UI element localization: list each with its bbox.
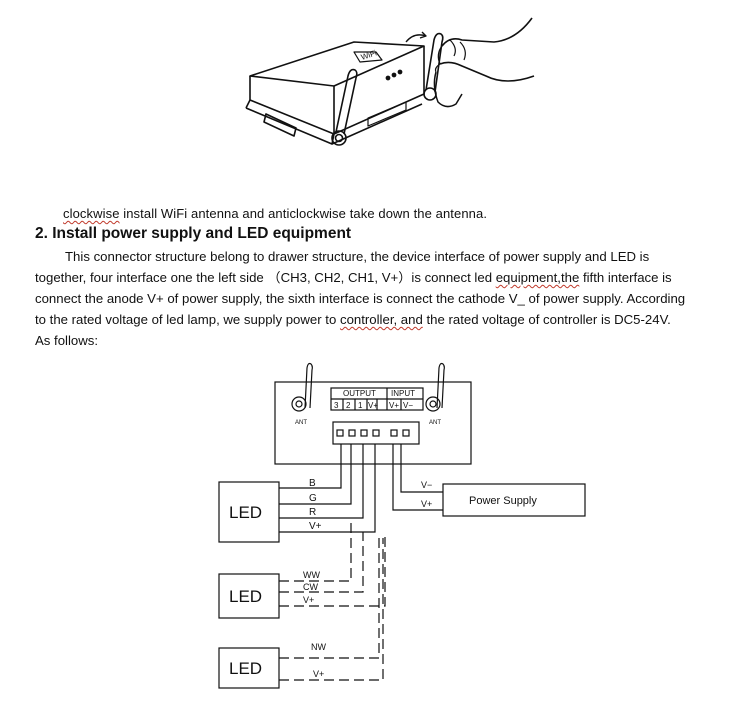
output-label: OUTPUT <box>343 389 376 398</box>
input-label: INPUT <box>391 389 415 398</box>
section-heading: 2. Install power supply and LED equipmen… <box>35 225 352 242</box>
wiring-diagram: OUTPUT INPUT 3 2 1 V+ V+ V− ANT ANT B G … <box>215 352 595 698</box>
terminal-3: 3 <box>334 401 339 410</box>
connector-block <box>332 421 420 445</box>
power-supply-box <box>442 483 586 517</box>
ps-vplus-label: V+ <box>421 499 432 509</box>
wire-b-label: B <box>309 478 316 489</box>
antenna-install-illustration: WiFi <box>236 6 536 196</box>
ant-right-label: ANT <box>429 420 441 426</box>
led-single-label: LED <box>229 659 262 678</box>
antenna-left <box>304 362 313 409</box>
terminal-vplus-2: V+ <box>389 401 399 410</box>
terminal-vminus: V− <box>403 401 413 410</box>
paragraph-line-2: together, four interface one the left si… <box>35 267 719 288</box>
wire-g-label: G <box>309 493 317 504</box>
paragraph-line-5: As follows: <box>35 333 99 348</box>
led-box-cct <box>218 573 280 619</box>
paragraph-line-2a: together, four interface one the left si… <box>35 270 496 285</box>
wire-vplus-label: V+ <box>309 521 322 532</box>
paragraph-line-1: This connector structure belong to drawe… <box>65 249 650 264</box>
caption-rest: install WiFi antenna and anticlockwise t… <box>119 206 488 221</box>
wire-cw-label: CW <box>303 582 318 592</box>
instruction-paragraph: This connector structure belong to drawe… <box>35 246 719 351</box>
led-cct-label: LED <box>229 587 262 606</box>
paragraph-line-4a: to the rated voltage of led lamp, we sup… <box>35 312 340 327</box>
antenna-right <box>436 362 445 409</box>
paragraph-line-2b: equipment,the <box>495 270 580 285</box>
terminal-vplus-1: V+ <box>368 401 378 410</box>
wire-ww-label: WW <box>303 570 320 580</box>
paragraph-line-2c: fifth interface is <box>579 270 672 285</box>
paragraph-line-4b: controller, and <box>339 312 423 327</box>
caption-word-clockwise: clockwise <box>63 206 120 221</box>
svg-text:WiFi: WiFi <box>360 48 378 62</box>
power-supply-label: Power Supply <box>469 495 537 507</box>
led-box-rgb <box>218 481 280 543</box>
wire-vplus3-label: V+ <box>313 669 324 679</box>
led-rgb-label: LED <box>229 503 262 522</box>
terminal-2: 2 <box>346 401 351 410</box>
paragraph-line-4c: the rated voltage of controller is DC5-2… <box>422 312 671 327</box>
led-box-single <box>218 647 280 689</box>
ant-left-label: ANT <box>295 420 307 426</box>
wire-nw-label: NW <box>311 642 326 652</box>
antenna-caption: clockwise install WiFi antenna and antic… <box>63 206 487 221</box>
controller-box <box>274 381 472 465</box>
wire-vplus2-label: V+ <box>303 595 314 605</box>
paragraph-line-3: connect the anode V+ of power supply, th… <box>35 291 686 306</box>
paragraph-line-4: to the rated voltage of led lamp, we sup… <box>35 309 719 330</box>
wire-r-label: R <box>309 507 316 518</box>
terminal-1: 1 <box>358 401 363 410</box>
ps-vminus-label: V− <box>421 480 432 490</box>
